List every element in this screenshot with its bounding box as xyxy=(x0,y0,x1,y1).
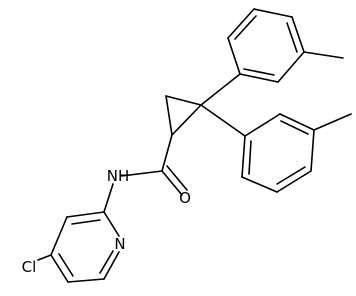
bond-aryl-upper-5 xyxy=(277,51,305,83)
bond-aryl-upper-2-double xyxy=(234,15,257,40)
atom-labels: NH O N Cl xyxy=(22,167,191,276)
bond-carbonyl-o xyxy=(161,170,183,196)
bond-carbonyl-o-double xyxy=(166,165,188,191)
bond-aryl-lower-4 xyxy=(310,129,315,172)
bond-cyclopropane-2 xyxy=(165,95,202,106)
bond-pyridine-5 xyxy=(50,216,68,256)
atom-label-n: N xyxy=(114,235,125,253)
bond-aryl-lower-5 xyxy=(279,113,315,131)
bond-aryl-upper-4-double xyxy=(286,22,298,53)
bond-pyridine-6-double xyxy=(71,219,101,225)
bonds xyxy=(37,8,352,283)
bond-pyridine-6 xyxy=(66,211,105,218)
bond-methyl-upper xyxy=(303,51,344,59)
bond-pyridine-2 xyxy=(103,251,120,280)
bond-carbonyl-n xyxy=(120,170,163,177)
bond-c-aryl-lower xyxy=(200,104,246,137)
bond-aryl-lower-3-double xyxy=(276,166,306,185)
bond-c-cl xyxy=(37,254,52,261)
bond-pyridine-3 xyxy=(67,278,105,283)
bond-aryl-lower-3 xyxy=(276,170,312,193)
bond-pyridine-2-double xyxy=(99,250,114,274)
bond-aryl-lower-1 xyxy=(241,135,246,178)
bond-aryl-lower-5-double xyxy=(280,120,309,135)
bond-aryl-upper-1 xyxy=(227,37,241,75)
bond-c-aryl-upper xyxy=(200,73,241,106)
bond-cyclopropane-3 xyxy=(165,95,173,136)
bond-cyclopropane-1 xyxy=(171,104,202,136)
bond-aryl-upper-4 xyxy=(291,16,305,53)
bond-pyridine-4 xyxy=(50,254,69,283)
atom-label-o: O xyxy=(179,189,191,207)
bond-aryl-upper-2 xyxy=(227,8,255,39)
bond-aryl-lower-6 xyxy=(244,113,281,137)
atom-label-nh: NH xyxy=(107,167,130,185)
bond-aryl-upper-6 xyxy=(239,73,279,83)
bond-c-carbonyl xyxy=(161,134,173,172)
bond-aryl-upper-6-double xyxy=(243,68,275,76)
bond-pyridine-4-double xyxy=(58,253,74,277)
bond-aryl-lower-1-double xyxy=(248,140,252,175)
bond-n-pyridyl xyxy=(103,183,114,213)
bond-aryl-upper-3 xyxy=(253,8,293,18)
bond-methyl-lower xyxy=(313,113,352,131)
bond-aryl-lower-2 xyxy=(241,176,278,193)
atom-label-cl: Cl xyxy=(22,258,37,276)
bond-pyridine-1 xyxy=(103,211,120,237)
